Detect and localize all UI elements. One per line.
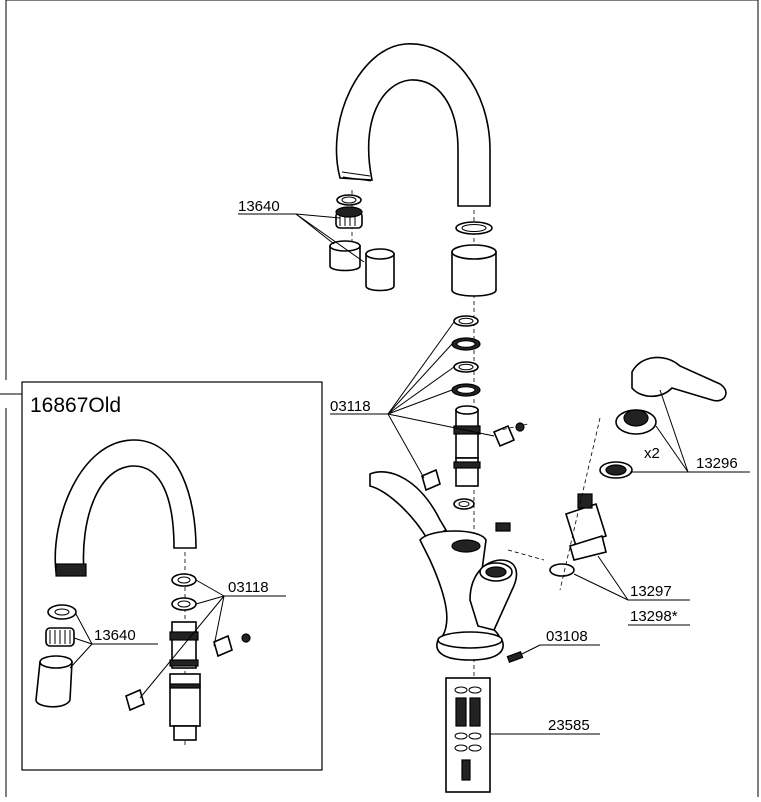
label-handle: 13296 bbox=[696, 455, 738, 472]
inset-label-o-rings: 03118 bbox=[228, 579, 269, 596]
label-handle-qty: x2 bbox=[644, 445, 660, 462]
inset-label-aerator: 13640 bbox=[94, 627, 136, 644]
faucet-body bbox=[369, 471, 545, 661]
o-ring-stack bbox=[451, 315, 481, 397]
inset-leader-lines bbox=[69, 579, 286, 699]
leader-lines bbox=[238, 213, 750, 735]
inset-spout bbox=[54, 439, 197, 745]
label-cartridge: 13297 bbox=[630, 583, 672, 600]
page-frame bbox=[5, 0, 759, 797]
label-aerator: 13640 bbox=[238, 198, 280, 215]
label-o-rings: 03118 bbox=[330, 398, 371, 415]
aerator-assembly bbox=[329, 190, 395, 292]
adapter-shaft bbox=[453, 405, 529, 510]
label-cartridge-alt: 13298* bbox=[630, 608, 678, 625]
inset-parts bbox=[35, 573, 251, 741]
label-set-screw: 03108 bbox=[546, 628, 588, 645]
spout-sleeve bbox=[451, 221, 497, 297]
cartridge-assembly bbox=[549, 356, 727, 591]
hardware-kit-box bbox=[445, 677, 491, 793]
inset-title: 16867Old bbox=[30, 394, 121, 417]
label-hardware-kit: 23585 bbox=[548, 717, 590, 734]
inset-panel: 16867Old bbox=[0, 381, 323, 771]
retaining-clip bbox=[421, 468, 441, 492]
set-screw bbox=[506, 651, 524, 663]
